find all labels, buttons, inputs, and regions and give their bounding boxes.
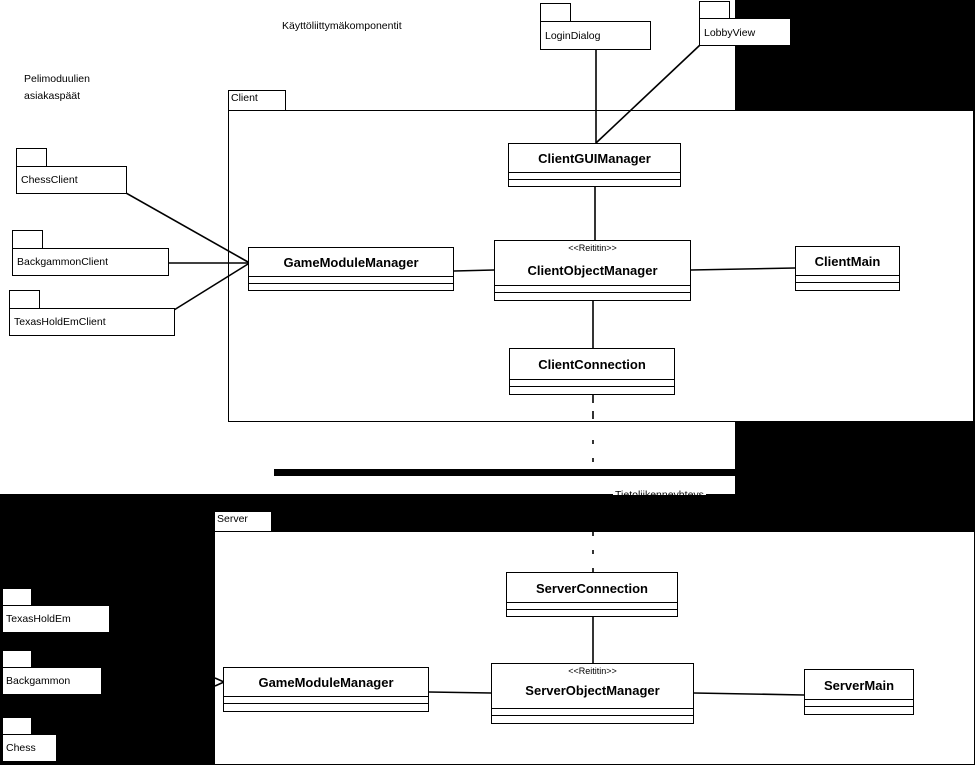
client-module-texasholdem-label: TexasHoldEmClient: [14, 316, 106, 328]
server-module-texasholdem-package: TexasHoldEm: [2, 588, 110, 633]
client-object-manager-stereotype: <<Reititin>>: [568, 243, 617, 253]
login-dialog-label: LoginDialog: [545, 30, 601, 42]
server-game-module-manager-class: GameModuleManager: [223, 667, 429, 712]
server-main-class: ServerMain: [804, 669, 914, 715]
lobby-view-package: LobbyView: [699, 1, 791, 46]
client-game-module-manager-class: GameModuleManager: [248, 247, 454, 291]
connection-label: Tietoliikenneyhteys: [613, 487, 706, 495]
server-module-chess-package: Chess: [2, 717, 57, 762]
server-module-backgammon-package: Backgammon: [2, 650, 102, 695]
diagram-title: Käyttöliittymäkomponentit: [282, 20, 402, 32]
server-main-name: ServerMain: [823, 678, 895, 693]
server-module-backgammon-label: Backgammon: [6, 675, 71, 687]
client-gui-manager-name: ClientGUIManager: [538, 151, 651, 166]
server-module-texasholdem-label: TexasHoldEm: [6, 613, 71, 625]
lobby-view-label: LobbyView: [704, 27, 756, 39]
client-gui-manager-class: ClientGUIManager: [508, 143, 681, 187]
server-module-chess-label: Chess: [6, 742, 36, 754]
client-object-manager-class: <<Reititin>> ClientObjectManager: [494, 240, 691, 301]
client-game-module-manager-name: GameModuleManager: [283, 255, 419, 270]
client-module-chess-package: ChessClient: [16, 148, 127, 194]
server-object-manager-stereotype: <<Reititin>>: [568, 666, 617, 676]
client-main-name: ClientMain: [814, 254, 881, 269]
server-connection-name: ServerConnection: [536, 581, 648, 596]
client-module-backgammon-package: BackgammonClient: [12, 230, 169, 276]
client-connection-class: ClientConnection: [509, 348, 675, 395]
client-modules-caption-line2: asiakaspäät: [24, 90, 81, 102]
client-module-chess-label: ChessClient: [21, 174, 78, 186]
server-game-module-manager-name: GameModuleManager: [258, 675, 394, 690]
server-frame: [214, 531, 975, 765]
client-main-class: ClientMain: [795, 246, 900, 291]
client-modules-caption-line1: Pelimoduulien: [24, 73, 90, 85]
client-module-texasholdem-package: TexasHoldEmClient: [9, 290, 175, 336]
server-connection-class: ServerConnection: [506, 572, 678, 617]
client-module-backgammon-label: BackgammonClient: [17, 256, 109, 268]
server-object-manager-class: <<Reititin>> ServerObjectManager: [491, 663, 694, 724]
client-connection-name: ClientConnection: [538, 357, 646, 372]
divider-bar: [274, 469, 735, 476]
server-frame-label: Server: [214, 511, 272, 532]
client-frame-label: Client: [228, 90, 286, 111]
client-object-manager-name: ClientObjectManager: [527, 263, 658, 278]
login-dialog-package: LoginDialog: [540, 3, 651, 50]
server-object-manager-name: ServerObjectManager: [525, 683, 660, 698]
